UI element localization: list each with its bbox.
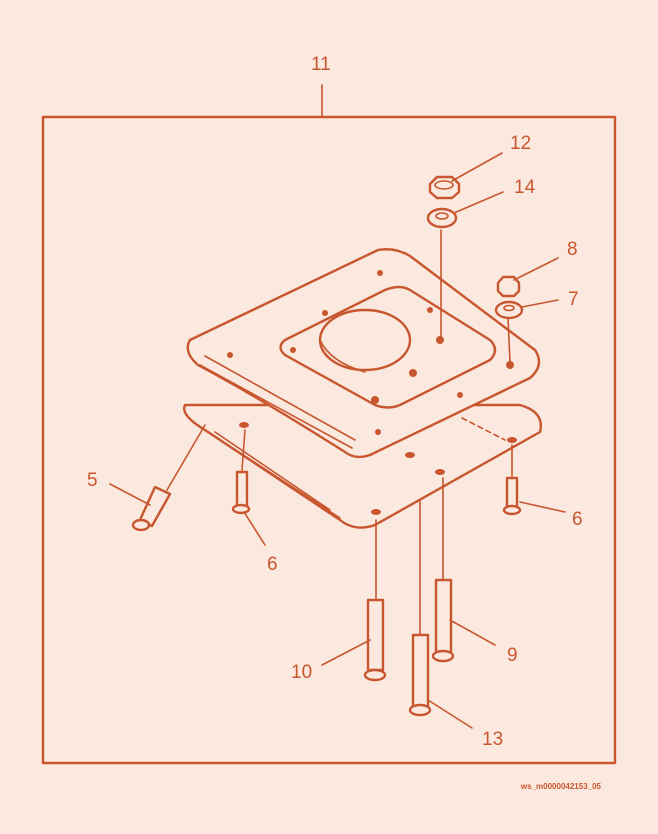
leader-lines [109, 152, 566, 729]
nut-8 [496, 275, 521, 298]
bolt-6-left [231, 470, 251, 515]
callout-6-right: 6 [572, 509, 583, 530]
bolt-13 [408, 633, 432, 717]
bolt-10 [363, 598, 387, 682]
bolt-6-right [502, 476, 522, 516]
callout-9: 9 [507, 645, 518, 666]
callout-12: 12 [510, 133, 531, 154]
callout-6-left: 6 [267, 554, 278, 575]
callout-8: 8 [567, 239, 578, 260]
bolt-9 [431, 578, 455, 663]
callout-13: 13 [482, 729, 503, 750]
callout-5: 5 [87, 470, 98, 491]
bolt-5 [131, 485, 172, 532]
bottom-plate [183, 403, 542, 529]
callout-14: 14 [514, 177, 536, 198]
top-plate [186, 248, 541, 459]
assembly-axes [166, 229, 513, 636]
kit-frame [41, 115, 617, 765]
washer-14 [426, 207, 458, 229]
callout-10: 10 [291, 662, 312, 683]
callout-11: 11 [311, 54, 331, 75]
washer-7 [494, 300, 524, 320]
nut-12 [428, 175, 461, 200]
figure-id: ws_m0000042153_05 [520, 782, 602, 791]
callout-7: 7 [568, 289, 579, 310]
